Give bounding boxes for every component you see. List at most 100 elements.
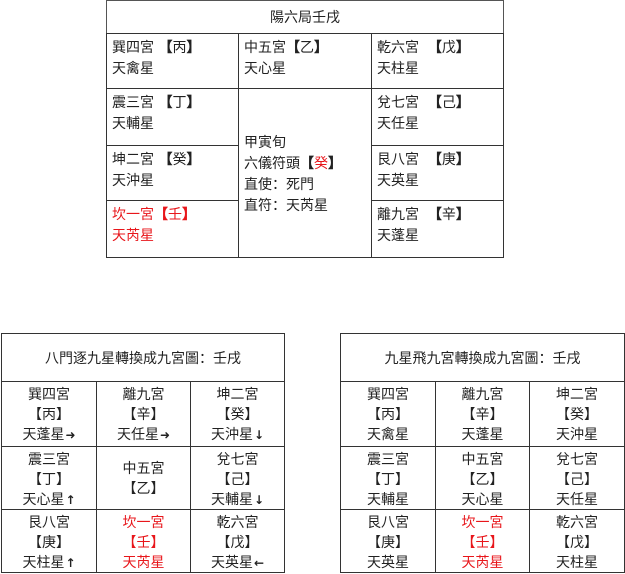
stem: 【庚】 — [28, 535, 70, 551]
bracket: 】 — [328, 156, 342, 172]
bracket: 【 — [427, 152, 442, 168]
star: 天沖星 — [210, 427, 253, 443]
center-info: 甲寅旬 六儀符頭【癸】 直使：死門 直符：天芮星 — [238, 88, 372, 258]
palace-name: 巽四宮 — [367, 387, 409, 403]
grid-right-cell-xun4: 巽四宮 【丙】 天禽星 — [340, 381, 436, 447]
palace-name: 兌七宮 — [216, 452, 259, 468]
star: 天任星 — [556, 492, 598, 508]
star: 天蓬星 — [22, 427, 65, 443]
star: 天輔星 — [210, 492, 253, 508]
stem: 【丁】 — [367, 472, 409, 488]
bracket: 】 — [455, 207, 470, 223]
palace-name: 坎一宮 — [122, 515, 165, 531]
palace-dui7: 兌七宮 【己】 天任星 — [371, 88, 504, 146]
palace-name: 震三宮 — [367, 452, 409, 468]
palace-name: 兌七宮 — [556, 452, 598, 468]
bracket: 【 — [158, 95, 173, 111]
bracket: 【 — [427, 95, 442, 111]
bracket: 【 — [300, 156, 314, 172]
stem: 【壬】 — [122, 535, 165, 551]
palace-name: 坎一宮 — [461, 515, 504, 531]
stem: 【丁】 — [28, 472, 70, 488]
palace-name: 震三宮 — [28, 452, 70, 468]
stem: 【辛】 — [122, 407, 165, 423]
palace-name: 坤二宮 — [556, 387, 598, 403]
star: 天芮星 — [122, 555, 165, 571]
grid-left-cell-li9: 離九宮 【辛】 天任星➜ — [96, 381, 191, 447]
grid-left-cell-xun4: 巽四宮 【丙】 天蓬星➜ — [1, 381, 97, 447]
bracket: 】 — [455, 40, 470, 56]
grid-left-cell-gen8: 艮八宮 【庚】 天柱星↑ — [1, 509, 97, 573]
stem: 【己】 — [216, 472, 259, 488]
bracket: 】 — [455, 95, 470, 111]
grid-right-title: 九星飛九宮轉換成九宮圖：壬戌 — [340, 333, 625, 382]
palace-name: 離九宮 — [461, 387, 504, 403]
stem: 【戊】 — [556, 535, 598, 551]
palace-gen8: 艮八宮 【庚】 天英星 — [371, 145, 504, 201]
grid-right-cell-li9: 離九宮 【辛】 天蓬星 — [435, 381, 530, 447]
star: 天沖星 — [556, 427, 598, 443]
star: 天禽星 — [367, 427, 409, 443]
palace-kun2: 坤二宮 【癸】 天沖星 — [106, 145, 239, 201]
stem: 【乙】 — [122, 481, 165, 497]
bracket: 】 — [186, 152, 201, 168]
stem: 己 — [441, 95, 456, 111]
arrow-right-icon: ➜ — [65, 428, 76, 442]
grid-right-cell-zhong5: 中五宮 【乙】 天心星 — [435, 446, 530, 510]
star: 天輔星 — [112, 116, 154, 132]
star: 天禽星 — [112, 61, 154, 77]
palace-name: 中五宮 — [244, 40, 286, 56]
grid-right-cell-kan1: 坎一宮 【壬】 天芮星 — [435, 509, 530, 573]
stem: 【壬】 — [461, 535, 504, 551]
top-chart-title-text: 陽六局壬戌 — [270, 10, 340, 26]
stem: 【乙】 — [461, 472, 504, 488]
stem: 丁 — [172, 95, 187, 111]
arrow-up-icon: ↑ — [65, 493, 76, 507]
fu-tou-label: 六儀符頭 — [244, 156, 300, 172]
stem: 庚 — [441, 152, 456, 168]
grid-left-title-text: 八門逐九星轉換成九宮圖：壬戌 — [45, 350, 241, 367]
palace-zhong5: 中五宮【乙】 天心星 — [238, 33, 372, 89]
palace-name: 乾六宮 — [216, 515, 259, 531]
bracket: 】 — [182, 207, 196, 223]
grid-left-cell-qian6: 乾六宮 【戊】 天英星← — [190, 509, 285, 573]
arrow-down-icon: ↓ — [253, 493, 265, 507]
top-chart-title: 陽六局壬戌 — [106, 0, 504, 34]
stem: 丙 — [172, 40, 187, 56]
palace-qian6: 乾六宮 【戊】 天柱星 — [371, 33, 504, 89]
zhi-shi: 直使：死門 — [244, 177, 314, 193]
palace-zhen3: 震三宮 【丁】 天輔星 — [106, 88, 239, 146]
palace-name: 離九宮 — [377, 207, 419, 223]
stem: 【丙】 — [28, 407, 70, 423]
palace-name: 乾六宮 — [377, 40, 419, 56]
star: 天柱星 — [556, 555, 598, 571]
palace-name: 艮八宮 — [367, 515, 409, 531]
bracket: 【 — [427, 207, 442, 223]
star: 天芮星 — [112, 228, 154, 244]
arrow-left-icon: ← — [253, 556, 265, 570]
stem: 癸 — [172, 152, 187, 168]
bracket: 】 — [455, 152, 470, 168]
grid-right-cell-dui7: 兌七宮 【己】 天任星 — [529, 446, 625, 510]
palace-xun4: 巽四宮 【丙】 天禽星 — [106, 33, 239, 89]
stem: 乙 — [300, 40, 314, 56]
bracket: 【 — [154, 207, 168, 223]
star: 天心星 — [244, 61, 286, 77]
star: 天任星 — [116, 427, 159, 443]
palace-name: 乾六宮 — [556, 515, 598, 531]
star: 天蓬星 — [377, 228, 419, 244]
palace-name: 中五宮 — [122, 461, 165, 477]
fu-tou-stem: 癸 — [314, 156, 328, 172]
bracket: 】 — [314, 40, 328, 56]
grid-right-title-text: 九星飛九宮轉換成九宮圖：壬戌 — [384, 350, 581, 367]
star: 天柱星 — [22, 555, 65, 571]
arrow-down-icon: ↓ — [253, 428, 265, 442]
star: 天英星 — [367, 555, 409, 571]
stem: 【癸】 — [216, 407, 259, 423]
palace-name: 坎一宮 — [112, 207, 154, 223]
palace-name: 坤二宮 — [216, 387, 259, 403]
star: 天英星 — [377, 173, 419, 189]
palace-name: 中五宮 — [461, 452, 504, 468]
star: 天柱星 — [377, 61, 419, 77]
stem: 【癸】 — [556, 407, 598, 423]
